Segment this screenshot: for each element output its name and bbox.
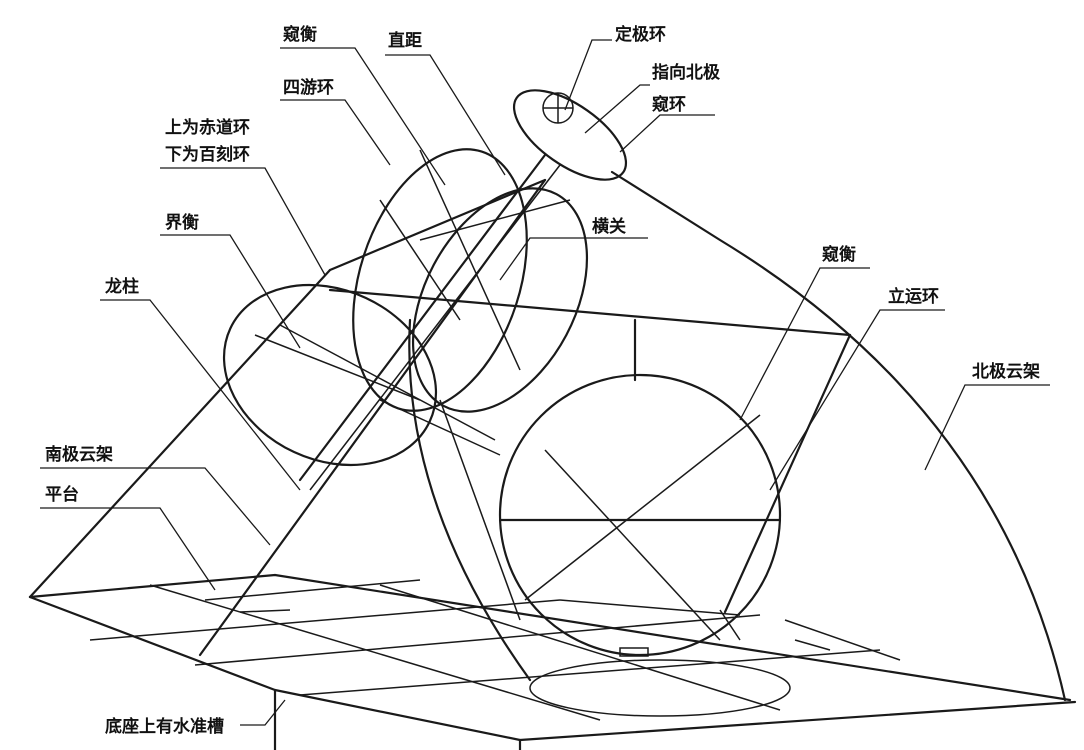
label-dizuo: 底座上有水准槽 [105,716,224,737]
base-platform [28,573,1077,750]
label-baike-line2: 下为百刻环 [165,144,250,165]
labels: 窥衡 直距 定极环 指向北极 窥环 四游环 上为赤道环 下为百刻环 界衡 横关 … [45,24,1040,737]
south-pole-cloud-frame [28,178,852,657]
label-sanhuan-huan: 四游环 [283,77,334,98]
label-nanji-yunjia: 南极云架 [45,444,113,465]
polar-axis [298,153,561,682]
sighting-ring [411,187,589,413]
label-kuiheng-top: 窥衡 [283,24,317,45]
label-hengguan: 横关 [592,216,626,237]
label-beiji-yunjia: 北极云架 [972,361,1040,382]
pole-ring [512,89,628,181]
label-jieheng: 界衡 [165,212,199,233]
label-chidao-line1: 上为赤道环 [165,117,250,138]
label-zhixiang-beiji: 指向北极 [652,62,720,83]
label-pingtai: 平台 [45,484,79,505]
label-liyun-huan: 立运环 [888,286,939,307]
label-kui-huan: 窥环 [652,94,686,115]
label-kuiheng-right: 窥衡 [822,244,856,265]
vertical-ring [498,373,782,657]
label-dingji-huan: 定极环 [615,24,666,45]
leader-lines [40,39,1050,726]
label-zhiju: 直距 [388,30,422,51]
label-longzhu: 龙柱 [104,276,139,297]
north-pole-cloud-frame [610,170,1067,702]
four-wanderer-ring [352,148,528,412]
equatorial-ring [222,283,438,467]
internal-struts [254,149,571,621]
